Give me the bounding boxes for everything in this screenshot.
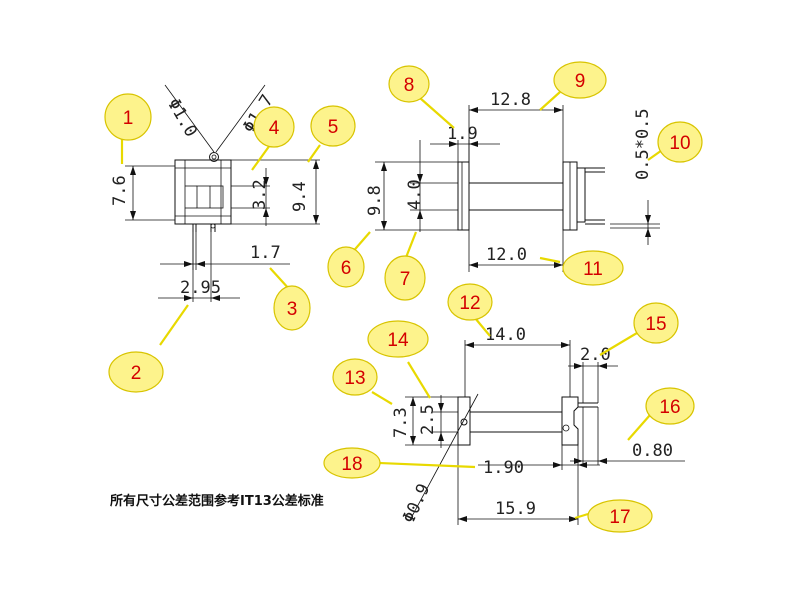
svg-text:3: 3 [287,299,298,320]
svg-text:2: 2 [131,363,142,384]
top-flange-right [561,396,579,446]
dim-1-7: 1.7 [250,243,281,263]
dim-7-6: 7.6 [110,175,130,206]
dim-7-3: 7.3 [391,407,411,438]
callout-3 [273,285,311,331]
dim-0-80: 0.80 [632,441,673,461]
callout-1 [104,93,152,141]
dim-14-0: 14.0 [485,325,526,345]
dim-3-2: 3.2 [250,179,270,210]
dim-1-90: 1.90 [483,458,524,478]
top-view: 14.0 2.0 7.3 2.5 Φ0.9 1.90 [391,325,685,526]
callout-15 [633,302,679,344]
dim-phi-0-9: Φ0.9 [399,481,434,527]
tolerance-note: 所有尺寸公差范围参考IT13公差标准 [110,493,324,509]
callouts: 1 2 3 4 5 6 7 8 9 10 11 12 13 14 15 16 1 [104,61,703,533]
callout-2 [108,351,164,393]
svg-text:15: 15 [645,314,666,335]
pin-hole-top [209,152,219,162]
callout-6 [327,246,365,288]
front-body-outline [174,159,232,225]
callout-9 [553,61,607,99]
dim-phi-1-0: Φ1.0 [163,95,201,140]
dim-2-5: 2.5 [418,404,438,435]
callout-8 [388,65,430,103]
svg-text:12: 12 [459,293,480,314]
callout-5 [310,105,356,147]
svg-text:6: 6 [341,258,352,279]
dim-2-95: 2.95 [180,278,221,298]
side-view: 9.8 4.0 1.9 12.8 12.0 0.5 [365,90,660,272]
side-flange-left [457,161,470,231]
svg-text:9: 9 [575,71,586,92]
svg-text:8: 8 [404,75,415,96]
callout-12 [447,283,493,321]
callout-4 [253,106,295,148]
svg-text:14: 14 [387,330,409,351]
svg-text:4: 4 [269,118,280,139]
dim-9-4: 9.4 [290,181,310,212]
callout-13 [332,358,378,396]
callout-7 [384,255,426,301]
dim-1-9: 1.9 [447,124,478,144]
dim-pin-0-5x0-5: 0.5*0.5 [633,108,653,180]
svg-text:16: 16 [659,397,680,418]
callout-17 [587,499,653,533]
svg-text:7: 7 [400,269,411,290]
dim-12-8: 12.8 [490,90,531,110]
callout-10 [657,121,703,163]
callout-14 [367,320,429,358]
svg-text:17: 17 [609,507,630,528]
top-flange-left [457,396,471,446]
svg-text:5: 5 [328,117,339,138]
dim-15-9: 15.9 [495,499,536,519]
callout-18 [323,447,381,479]
svg-text:11: 11 [583,259,603,280]
dim-4-0: 4.0 [405,179,425,210]
top-pin-hole [460,418,468,426]
svg-text:18: 18 [341,454,362,475]
callout-16 [645,387,695,425]
callout-11 [562,250,624,286]
dim-12-0: 12.0 [486,245,527,265]
dim-9-8: 9.8 [365,185,385,216]
svg-text:10: 10 [669,133,690,154]
svg-text:1: 1 [123,108,134,129]
dim-2-0: 2.0 [580,345,611,365]
svg-text:13: 13 [344,368,365,389]
